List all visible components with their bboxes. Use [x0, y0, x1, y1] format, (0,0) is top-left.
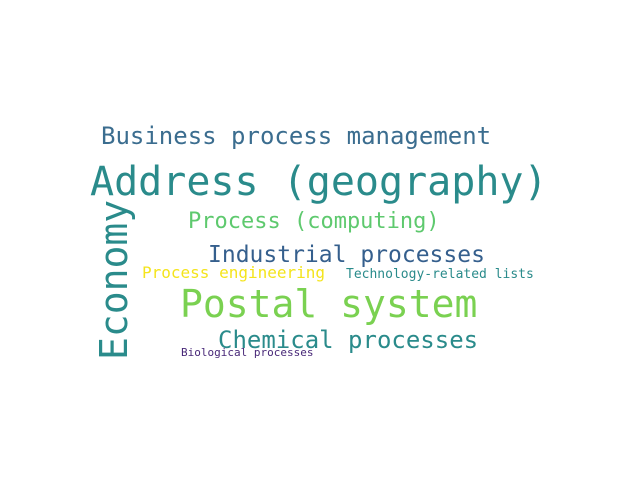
word-postal-system: Postal system [180, 282, 478, 326]
word-chemical-processes: Chemical processes [218, 326, 479, 354]
word-address-geography: Address (geography) [90, 159, 548, 205]
word-business-process-management: Business process management [101, 122, 492, 150]
word-industrial-processes: Industrial processes [208, 242, 485, 268]
word-biological-processes: Biological processes [181, 346, 314, 359]
word-process-engineering: Process engineering [142, 263, 326, 282]
word-process-computing: Process (computing) [188, 209, 440, 234]
word-economy: Economy [92, 199, 136, 360]
word-technology-related-lists: Technology-related lists [346, 267, 534, 282]
